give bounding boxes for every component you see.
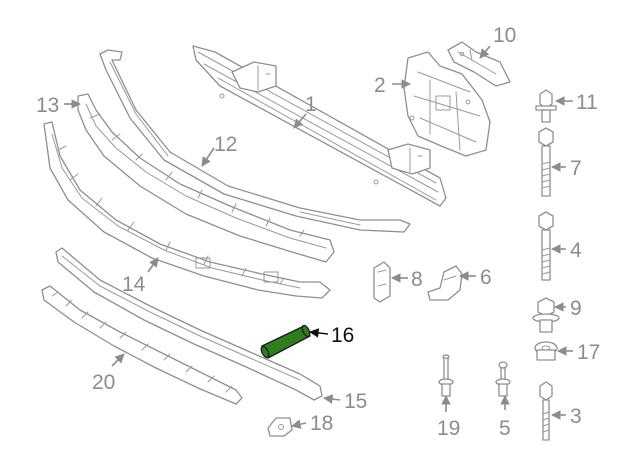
callout-16: 16 bbox=[331, 324, 354, 347]
callout-11: 11 bbox=[576, 91, 598, 114]
callout-4: 4 bbox=[570, 239, 582, 262]
callout-5: 5 bbox=[499, 417, 511, 440]
part-20-lower-deflector bbox=[41, 285, 243, 405]
part-16-tube bbox=[260, 324, 311, 359]
part-13-upper-absorber bbox=[77, 93, 335, 263]
part-9-nut bbox=[532, 297, 560, 333]
callout-9: 9 bbox=[570, 297, 582, 320]
leader-lines bbox=[64, 45, 573, 429]
part-1-bumper-beam bbox=[192, 45, 447, 207]
callout-10: 10 bbox=[493, 24, 516, 47]
part-14-lower-absorber bbox=[43, 121, 331, 299]
callout-3: 3 bbox=[570, 405, 582, 428]
callout-15: 15 bbox=[344, 390, 367, 413]
callout-12: 12 bbox=[214, 133, 237, 156]
part-15-lower-strip bbox=[55, 247, 323, 401]
part-19-stud bbox=[438, 354, 454, 397]
part-4-bolt bbox=[538, 211, 554, 281]
callout-labels: 1 2 3 4 5 6 7 8 9 10 11 12 13 14 15 16 1… bbox=[36, 24, 600, 440]
part-17-nut bbox=[534, 341, 558, 361]
callout-1: 1 bbox=[305, 93, 317, 116]
callout-7: 7 bbox=[570, 157, 582, 180]
callout-19: 19 bbox=[437, 417, 460, 440]
part-11-bolt bbox=[535, 89, 557, 123]
part-7-bolt bbox=[538, 127, 554, 197]
callout-6: 6 bbox=[480, 266, 492, 289]
part-12-absorber bbox=[99, 49, 411, 233]
callout-2: 2 bbox=[374, 74, 386, 97]
part-10-bracket bbox=[447, 41, 511, 87]
callout-14: 14 bbox=[122, 273, 146, 296]
part-18-clip bbox=[267, 417, 293, 437]
part-3-bolt bbox=[539, 381, 553, 441]
callout-20: 20 bbox=[92, 371, 115, 394]
part-5-stud bbox=[495, 361, 511, 397]
callout-13: 13 bbox=[36, 94, 59, 117]
part-2-mounting-bracket bbox=[403, 51, 491, 157]
callout-8: 8 bbox=[411, 268, 423, 291]
callout-18: 18 bbox=[310, 412, 333, 435]
callout-17: 17 bbox=[577, 341, 600, 364]
part-6-bracket bbox=[427, 265, 463, 301]
part-8-clip bbox=[373, 261, 391, 303]
